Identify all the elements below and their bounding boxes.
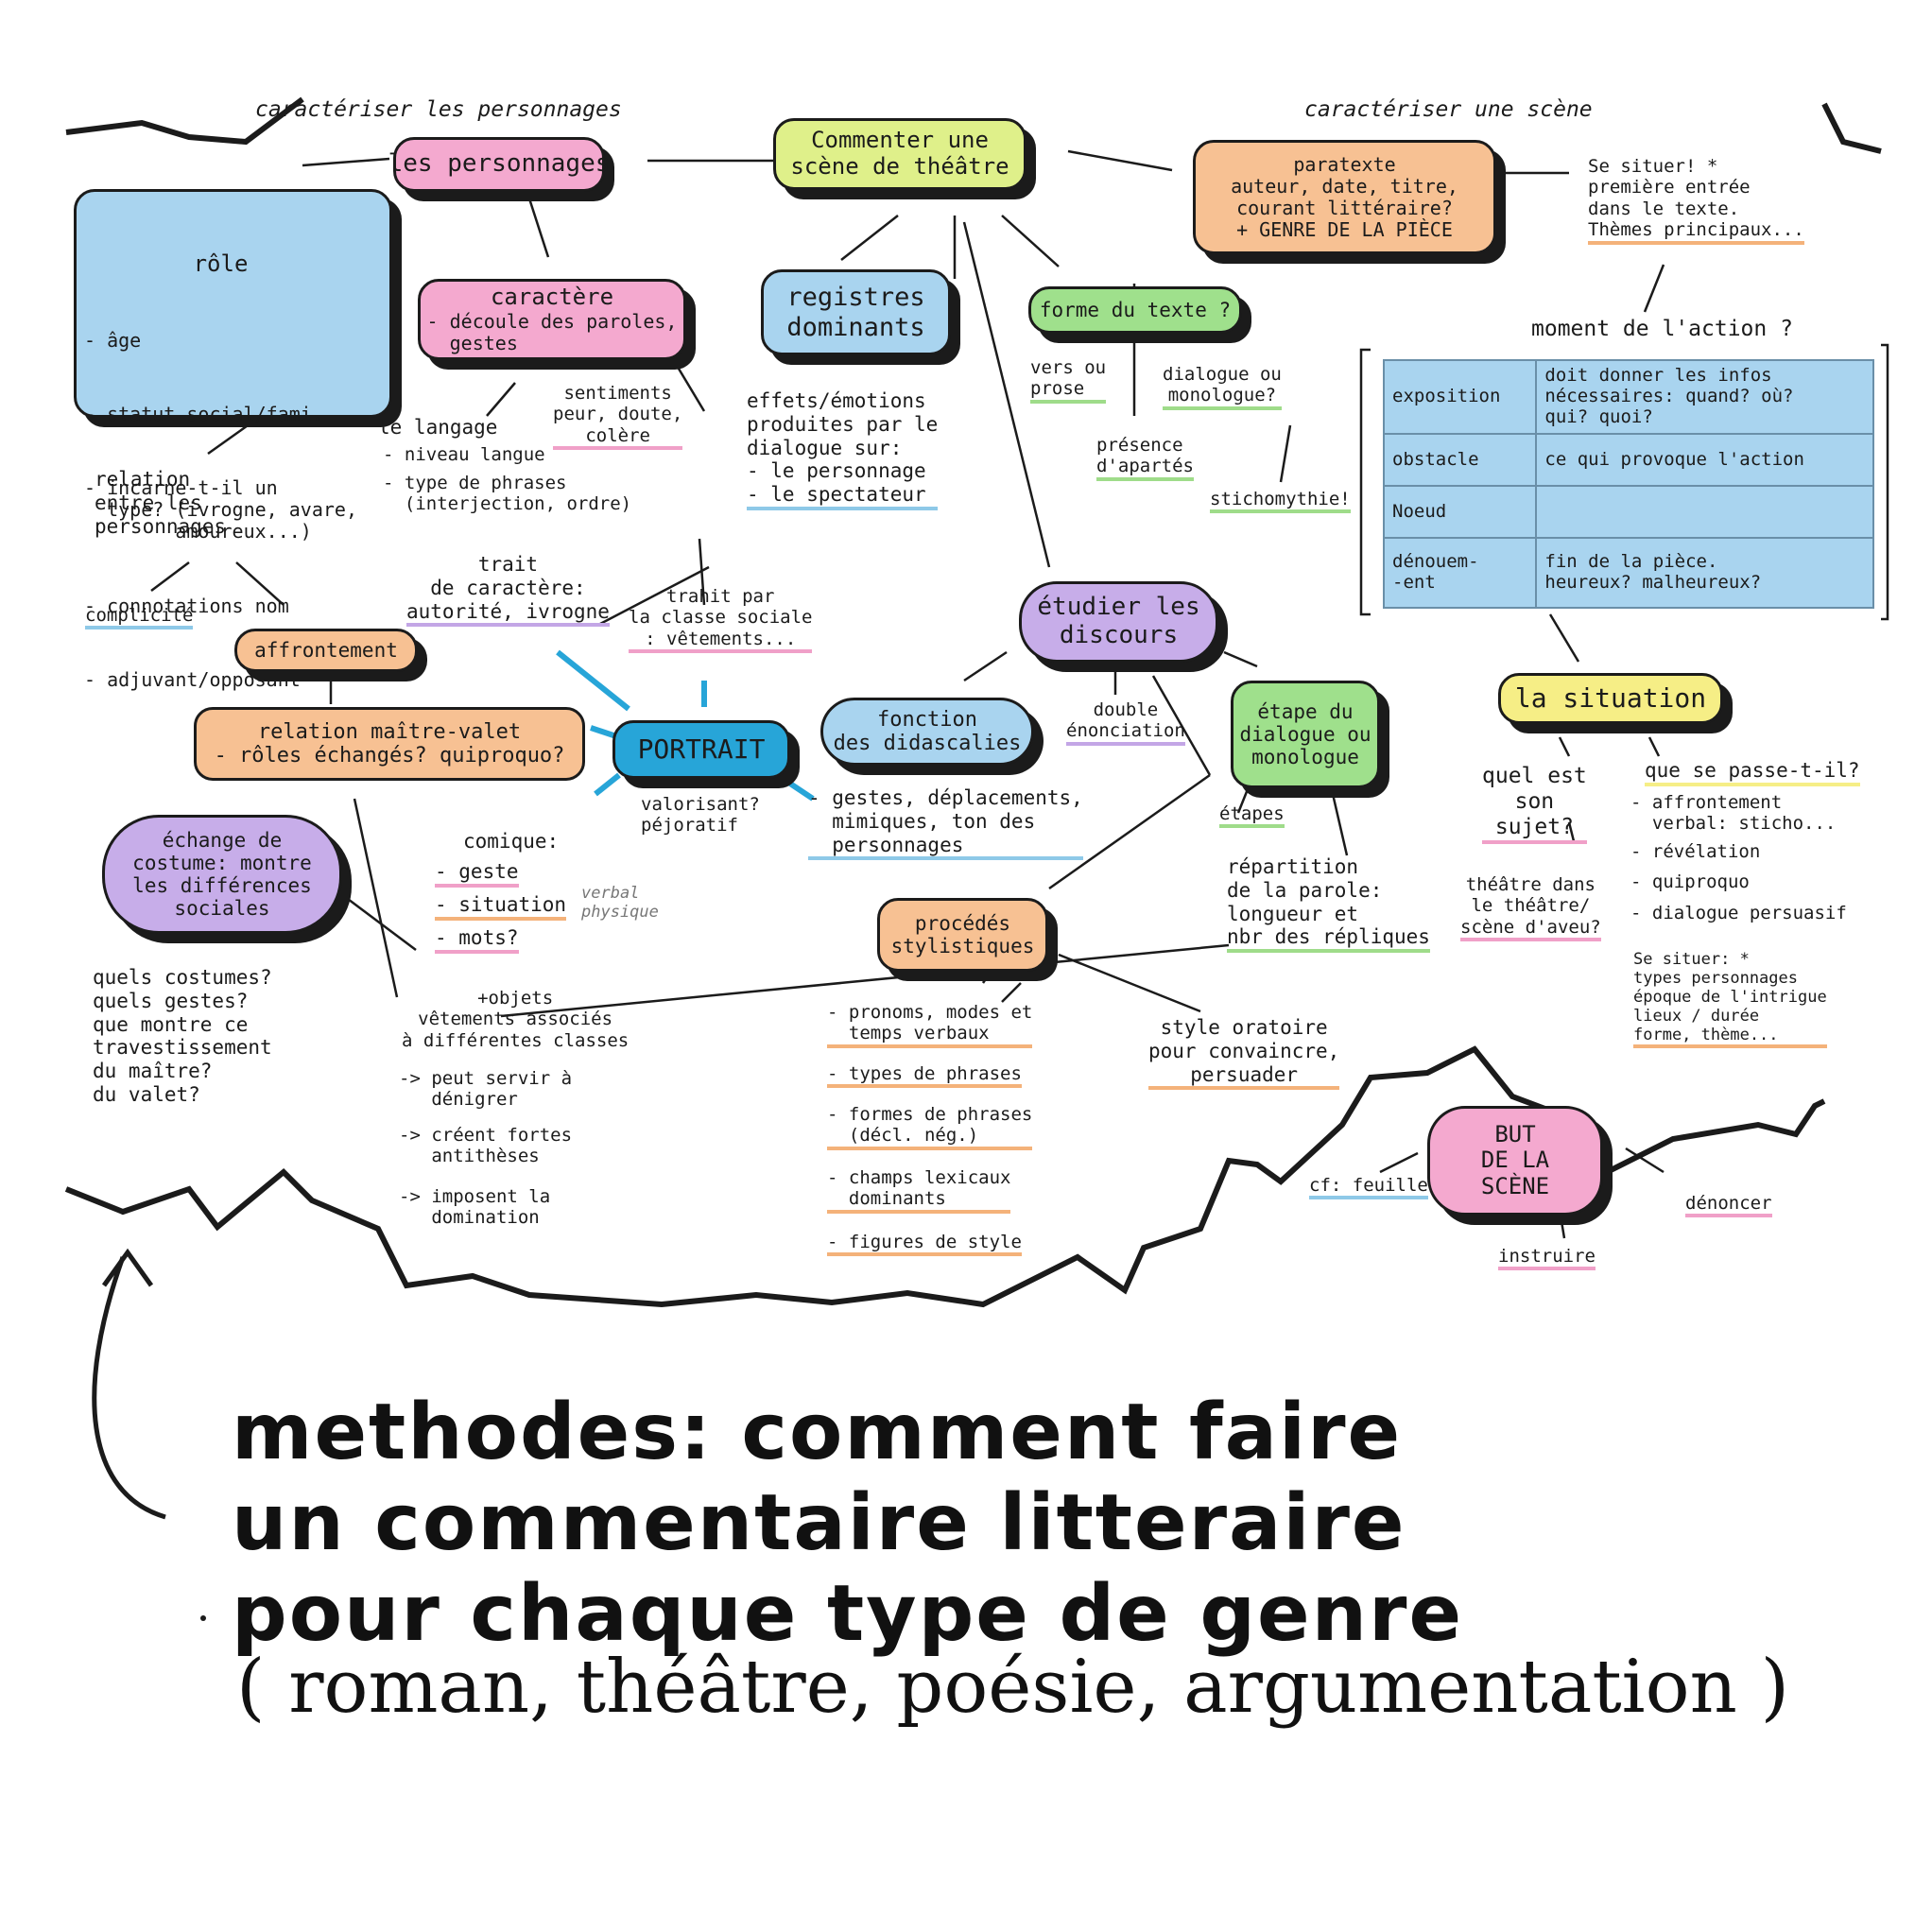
- trait-caractere-text: trait de caractère: autorité, ivrogne: [406, 553, 610, 628]
- situation-node: la situation: [1498, 673, 1723, 724]
- procedes-item: - formes de phrases (décl. nég.): [827, 1104, 1033, 1150]
- role-item: - adjuvant/opposant: [84, 667, 301, 691]
- sentiments-text: sentiments peur, doute, colère: [553, 383, 683, 451]
- costumes-questions: quels costumes? quels gestes? que montre…: [93, 966, 272, 1106]
- role-box: rôle - âge - statut social/fami. - incar…: [74, 189, 392, 690]
- table-cell: fin de la pièce. heureux? malheureux?: [1535, 537, 1874, 609]
- procedes-node: procédés stylistiques: [877, 898, 1048, 972]
- footer-title: methodes: comment faire un commentaire l…: [232, 1388, 1464, 1659]
- table-cell: Noeud: [1382, 485, 1538, 539]
- comique-title: comique:: [463, 830, 560, 853]
- situation-item: - révélation: [1630, 841, 1761, 862]
- vetements-item: -> créent fortes antithèses: [399, 1125, 573, 1167]
- role-item: - incarne-t-il un type? (ivrogne, avare,…: [84, 476, 357, 543]
- situation-item: - quiproquo: [1630, 871, 1750, 892]
- paratexte-box: paratexte auteur, date, titre, courant l…: [1193, 140, 1496, 254]
- complicite-text: complicité: [85, 605, 194, 630]
- affrontement-node: affrontement: [234, 629, 418, 672]
- footer-subtitle: ( roman, théâtre, poésie, argumentation …: [236, 1645, 1790, 1730]
- procedes-item: - types de phrases: [827, 1063, 1022, 1089]
- moment-title: moment de l'action ?: [1531, 317, 1793, 341]
- comique-annotation: verbal physique: [581, 884, 659, 923]
- situation-se-situer: Se situer: * types personnages époque de…: [1633, 950, 1827, 1049]
- fonction-didascalies-node: fonction des didascalies: [820, 698, 1034, 766]
- paratexte-text: auteur, date, titre, courant littéraire?…: [1231, 174, 1458, 241]
- procedes-item: - pronoms, modes et temps verbaux: [827, 1002, 1033, 1048]
- situation-item: - dialogue persuasif: [1630, 903, 1847, 923]
- table-cell: doit donner les infos nécessaires: quand…: [1535, 359, 1874, 435]
- caractere-text: - découle des paroles, gestes: [426, 309, 678, 354]
- table-cell: dénouem- -ent: [1382, 537, 1538, 609]
- caption-characters: caractériser les personnages: [255, 97, 622, 122]
- langage-title: le langage: [378, 416, 498, 439]
- se-situer-text: Se situer! * première entrée dans le tex…: [1588, 156, 1804, 245]
- registres-node: registres dominants: [761, 269, 951, 355]
- comique-item: - geste: [435, 860, 519, 888]
- registres-text: effets/émotions produites par le dialogu…: [747, 389, 939, 510]
- but-node: BUT DE LA SCÈNE: [1427, 1106, 1603, 1216]
- cf-feuille-text: cf: feuille: [1309, 1175, 1428, 1200]
- vetements-item: -> peut servir à dénigrer: [399, 1068, 573, 1111]
- vetements-item: -> imposent la domination: [399, 1186, 551, 1229]
- portrait-node: PORTRAIT: [612, 720, 790, 779]
- comique-item: - situation: [435, 893, 567, 921]
- gestes-didascalies-text: - gestes, déplacements, mimiques, ton de…: [808, 786, 1083, 861]
- role-item: - âge: [84, 328, 142, 352]
- table-cell: ce qui provoque l'action: [1535, 433, 1874, 487]
- echange-costume-node: échange de costume: montre les différenc…: [102, 815, 342, 934]
- caractere-title: caractère: [490, 284, 614, 311]
- role-item: - connotations nom: [84, 594, 289, 617]
- forme-node: forme du texte ?: [1028, 286, 1242, 334]
- moment-table: exposition doit donner les infos nécessa…: [1382, 359, 1874, 609]
- procedes-item: - champs lexicaux dominants: [827, 1167, 1011, 1214]
- apartes-text: présence d'apartés: [1096, 435, 1194, 481]
- table-cell: exposition: [1382, 359, 1538, 435]
- center-node: Commenter une scène de théâtre: [773, 118, 1026, 190]
- langage-item: - type de phrases (interjection, ordre): [383, 473, 632, 515]
- table-cell: [1535, 485, 1874, 539]
- denoncer-text: dénoncer: [1685, 1193, 1772, 1218]
- etapes-text: étapes: [1219, 803, 1285, 829]
- relation-text: relation entre les personnages: [95, 468, 227, 538]
- caractere-box: caractère - découle des paroles, gestes: [418, 279, 686, 360]
- comique-item: - mots?: [435, 926, 519, 954]
- valorisant-text: valorisant? péjoratif: [641, 794, 760, 837]
- etape-node: étape du dialogue ou monologue: [1231, 681, 1380, 788]
- theatre-text: théâtre dans le théâtre/ scène d'aveu?: [1460, 874, 1601, 942]
- role-item: - statut social/fami.: [84, 403, 323, 426]
- vetements-title: +objets vêtements associés à différentes…: [402, 988, 630, 1051]
- personnages-node: les personnages: [388, 137, 610, 192]
- paratexte-title: paratexte: [1293, 152, 1396, 176]
- discours-node: étudier les discours: [1019, 581, 1218, 663]
- vers-prose-text: vers ou prose: [1030, 357, 1107, 404]
- double-enonciation-text: double énonciation: [1066, 699, 1185, 746]
- table-cell: obstacle: [1382, 433, 1538, 487]
- que-se-passe-text: que se passe-t-il?: [1645, 759, 1860, 786]
- repartition-text: répartition de la parole: longueur et nb…: [1227, 855, 1430, 954]
- situation-item: - affrontement verbal: sticho...: [1630, 792, 1837, 835]
- langage-item: - niveau langue: [383, 444, 545, 465]
- caption-scene: caractériser une scène: [1304, 97, 1593, 122]
- stichomythie-text: stichomythie!: [1210, 489, 1351, 514]
- role-title: rôle: [193, 250, 249, 278]
- style-oratoire-text: style oratoire pour convaincre, persuade…: [1148, 1016, 1340, 1091]
- procedes-item: - figures de style: [827, 1232, 1022, 1257]
- trahit-text: trahit par la classe sociale : vêtements…: [629, 586, 813, 654]
- maitre-valet-box: relation maître-valet - rôles échangés? …: [194, 707, 585, 781]
- sujet-text: quel est son sujet?: [1482, 764, 1587, 845]
- dialogue-monologue-text: dialogue ou monologue?: [1163, 364, 1282, 410]
- instruire-text: instruire: [1498, 1246, 1596, 1271]
